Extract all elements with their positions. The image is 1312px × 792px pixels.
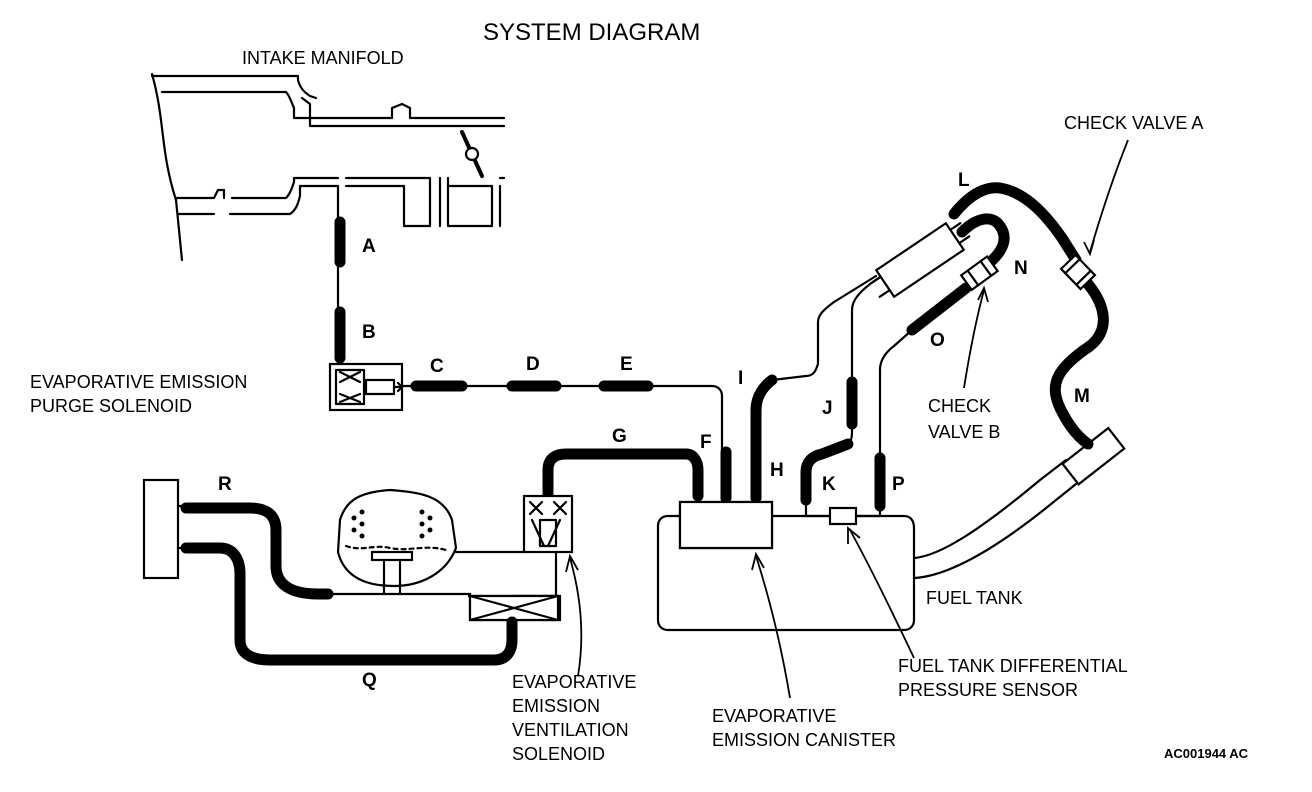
hose-o: [906, 282, 972, 336]
hose-label-j: J: [822, 398, 833, 419]
manifold-upper-inner: [160, 90, 506, 120]
check-valve-b: [959, 254, 1000, 292]
manifold-upper-wall: [300, 96, 506, 128]
label-check-valve-a: CHECK VALVE A: [1064, 113, 1203, 133]
hose-q: [180, 542, 518, 666]
leader-arrows: [565, 139, 1129, 699]
figure-code: AC001944 AC: [1164, 746, 1249, 761]
manifold-lower-left: [174, 188, 226, 200]
throttle-valve: [460, 130, 484, 178]
hose-r: [180, 502, 334, 600]
manifold-lower-inner: [176, 184, 340, 216]
manifold-upper-outer: [150, 74, 318, 100]
arrowhead-check-valve-a: [1083, 239, 1095, 257]
label-purge-solenoid-2: PURGE SOLENOID: [30, 396, 192, 416]
label-vent-solenoid-4: SOLENOID: [512, 744, 605, 764]
diagram-title: SYSTEM DIAGRAM: [483, 19, 700, 46]
vapor-line-i: [770, 274, 878, 382]
arrow-check-valve-b: [963, 289, 985, 389]
check-valve-a: [1059, 253, 1097, 291]
hose-label-k: K: [822, 474, 836, 495]
hose-k: [800, 438, 854, 506]
hose-label-g: G: [612, 426, 627, 447]
manifold-break-line: [150, 72, 184, 262]
label-intake-manifold: INTAKE MANIFOLD: [242, 48, 404, 68]
line-p-o: [878, 328, 914, 518]
label-check-valve-b-2: VALVE B: [928, 422, 1000, 442]
label-pressure-sensor-1: FUEL TANK DIFFERENTIAL: [898, 656, 1128, 676]
hose-label-q: Q: [362, 670, 377, 691]
hose-label-f: F: [700, 432, 712, 453]
hose-label-l: L: [958, 170, 970, 191]
hose-label-b: B: [362, 322, 376, 343]
filler-neck-lower: [912, 482, 1078, 580]
label-check-valve-b-1: CHECK: [928, 396, 991, 416]
manifold-lower-outer: [230, 176, 340, 200]
hose-label-p: P: [892, 474, 905, 495]
arrowhead-pressure-sensor: [847, 526, 861, 544]
vent-filter: [312, 592, 562, 622]
hose-m: [1049, 278, 1109, 450]
canister-cap-block: [142, 478, 186, 580]
arrow-check-valve-a: [1089, 139, 1129, 253]
hose-n: [956, 213, 1010, 270]
hose-label-a: A: [362, 236, 376, 257]
arrowhead-vent-solenoid: [565, 553, 579, 573]
purge-line-horizontal: [400, 384, 724, 452]
two-way-valve: [869, 221, 971, 299]
arrow-vent-solenoid: [569, 557, 583, 677]
hose-l: [948, 182, 1082, 266]
canister-body: [678, 500, 774, 550]
hose-label-d: D: [526, 354, 540, 375]
hose-label-c: C: [430, 356, 444, 377]
label-vent-solenoid-2: EMISSION: [512, 696, 600, 716]
purge-solenoid: [328, 362, 404, 412]
hoses-a-e: [334, 184, 724, 452]
label-canister-1: EVAPORATIVE: [712, 706, 836, 726]
label-vent-solenoid-1: EVAPORATIVE: [512, 672, 636, 692]
hose-i: [750, 374, 778, 460]
hose-label-n: N: [1014, 258, 1028, 279]
hose-label-h: H: [770, 460, 784, 481]
pressure-sensor: [828, 506, 858, 526]
filler-neck-upper: [912, 458, 1068, 560]
label-vent-solenoid-3: VENTILATION: [512, 720, 629, 740]
hose-label-e: E: [620, 354, 633, 375]
arrow-pressure-sensor: [849, 529, 915, 659]
manifold-port: [344, 176, 432, 228]
hose-label-m: M: [1074, 386, 1090, 407]
arrowhead-canister: [751, 551, 765, 571]
hose-label-i: I: [738, 368, 743, 389]
air-filter: [336, 488, 458, 596]
throttle-body: [438, 176, 506, 228]
arrowhead-check-valve-b: [977, 285, 989, 303]
hose-label-r: R: [218, 474, 232, 495]
hose-g: [542, 448, 704, 506]
arrow-canister: [755, 555, 791, 699]
label-purge-solenoid-1: EVAPORATIVE EMISSION: [30, 372, 247, 392]
label-pressure-sensor-2: PRESSURE SENSOR: [898, 680, 1078, 700]
fuel-tank: [656, 426, 1126, 632]
fuel-filler-cap: [1061, 426, 1126, 486]
label-canister-2: EMISSION CANISTER: [712, 730, 896, 750]
hose-label-o: O: [930, 330, 945, 351]
intake-manifold: [150, 72, 506, 262]
label-fuel-tank: FUEL TANK: [926, 588, 1023, 608]
